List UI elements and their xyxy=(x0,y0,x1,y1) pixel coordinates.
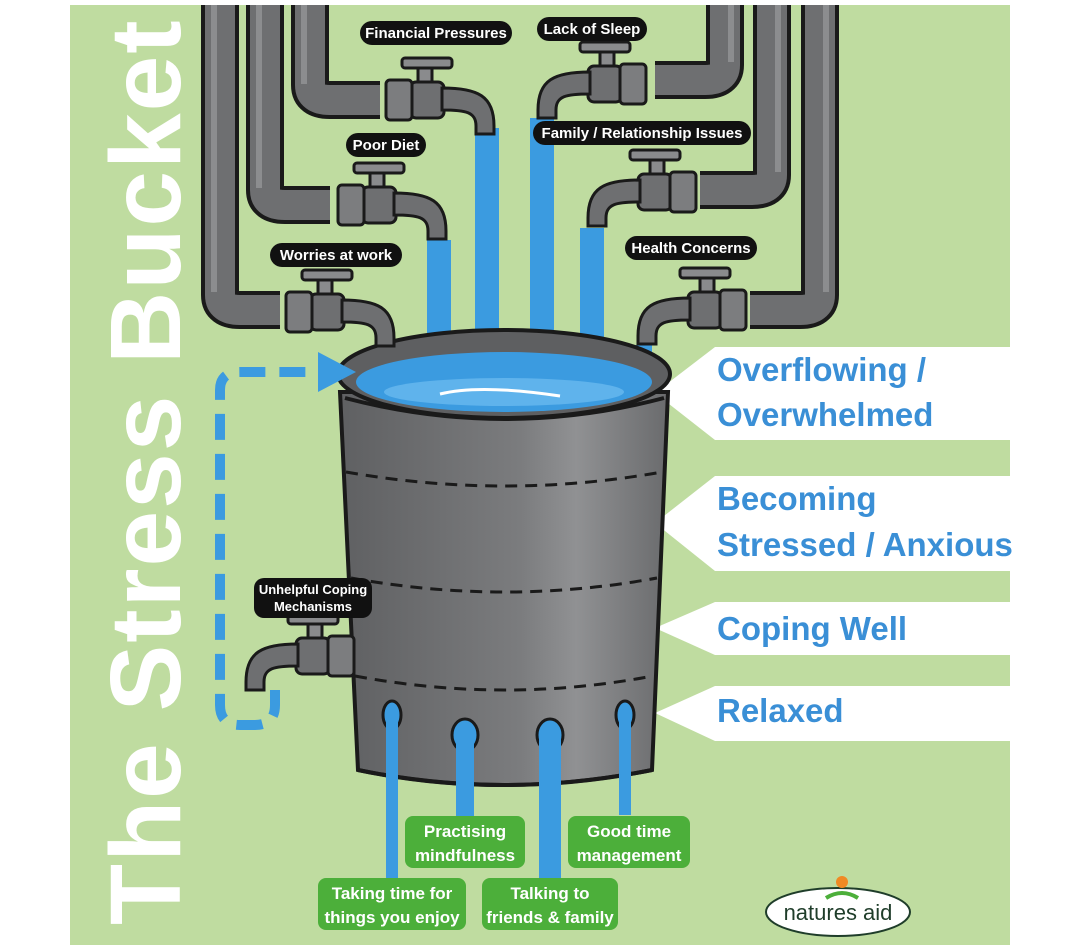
level-label-becoming-stressed: Becoming Stressed / Anxious xyxy=(717,480,1013,563)
svg-text:natures aid: natures aid xyxy=(784,900,893,925)
tap-label-poor-diet: Poor Diet xyxy=(346,133,426,157)
svg-text:Financial Pressures: Financial Pressures xyxy=(365,25,507,42)
natures-aid-logo: natures aid xyxy=(765,876,911,937)
svg-text:Stressed / Anxious: Stressed / Anxious xyxy=(717,526,1013,563)
svg-text:Becoming: Becoming xyxy=(717,480,877,517)
supply-pipes xyxy=(201,5,839,329)
svg-text:Taking time for: Taking time for xyxy=(332,884,453,903)
tap-label-lack-of-sleep: Lack of Sleep xyxy=(537,17,647,41)
coping-box-time-for-enjoyment: Taking time for things you enjoy xyxy=(318,878,466,930)
coping-box-mindfulness: Practising mindfulness xyxy=(405,816,525,868)
tap-label-health-concerns: Health Concerns xyxy=(625,236,757,260)
level-label-coping-well: Coping Well xyxy=(717,610,907,647)
svg-text:Lack of Sleep: Lack of Sleep xyxy=(544,21,641,38)
bucket xyxy=(336,328,672,787)
svg-text:Worries at work: Worries at work xyxy=(280,247,393,264)
svg-text:Practising: Practising xyxy=(424,822,506,841)
recycle-arrow xyxy=(215,352,356,730)
level-label-relaxed: Relaxed xyxy=(717,692,844,729)
tap-label-worries-at-work: Worries at work xyxy=(270,243,402,267)
svg-text:Talking to: Talking to xyxy=(510,884,589,903)
svg-text:Health Concerns: Health Concerns xyxy=(631,240,750,257)
svg-text:management: management xyxy=(577,846,682,865)
level-bands xyxy=(655,347,1010,741)
svg-text:Good time: Good time xyxy=(587,822,671,841)
level-label-overflowing: Overflowing / Overwhelmed xyxy=(717,351,933,433)
svg-text:Unhelpful Coping: Unhelpful Coping xyxy=(259,582,367,597)
svg-text:Relaxed: Relaxed xyxy=(717,692,844,729)
svg-text:Mechanisms: Mechanisms xyxy=(274,599,352,614)
svg-text:Coping Well: Coping Well xyxy=(717,610,907,647)
svg-text:Overwhelmed: Overwhelmed xyxy=(717,396,933,433)
svg-text:Overflowing /: Overflowing / xyxy=(717,351,926,388)
svg-text:friends & family: friends & family xyxy=(486,908,614,927)
svg-text:mindfulness: mindfulness xyxy=(415,846,515,865)
svg-text:things you enjoy: things you enjoy xyxy=(324,908,460,927)
coping-box-time-management: Good time management xyxy=(568,816,690,868)
svg-text:Family / Relationship Issues: Family / Relationship Issues xyxy=(542,125,743,142)
tap-label-unhelpful-coping: Unhelpful Coping Mechanisms xyxy=(254,578,372,618)
tap-label-family-relationship: Family / Relationship Issues xyxy=(533,121,751,145)
tap-label-financial-pressures: Financial Pressures xyxy=(360,21,512,45)
infographic-title: The Stress Bucket xyxy=(90,18,202,925)
svg-text:Poor Diet: Poor Diet xyxy=(353,137,420,154)
coping-box-talking-to-friends: Talking to friends & family xyxy=(482,878,618,930)
brand-figure-icon xyxy=(836,876,848,888)
drain-streams xyxy=(386,715,631,885)
